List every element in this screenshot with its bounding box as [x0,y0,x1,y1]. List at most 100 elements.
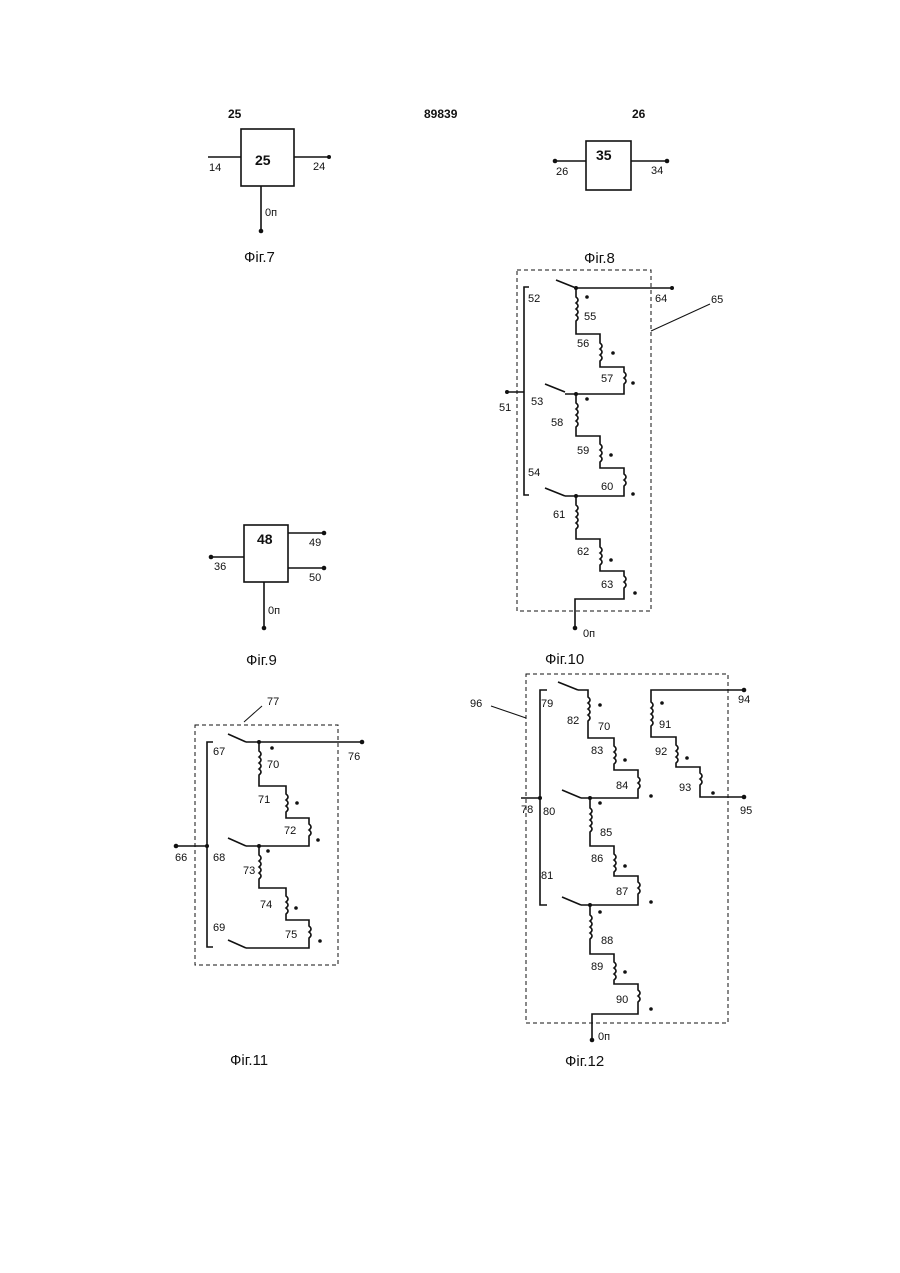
fig10-polarity-dot [631,381,635,385]
fig7-ground-label: 0п [265,207,277,219]
fig10-diagram: 52 53 54 51 64 65 55 56 57 58 59 60 61 6… [499,270,723,640]
fig12-coils-section-1 [578,690,640,798]
fig12-caption: Фіг.12 [565,1053,604,1070]
fig12-ground-terminal [590,1038,595,1043]
fig8-input-terminal [553,159,558,164]
fig12-label-coil: 92 [655,746,667,758]
fig10-switch-54 [545,488,565,496]
fig12-frame [526,674,728,1023]
fig12-label-coil: 87 [616,886,628,898]
fig11-switch-69 [228,940,246,948]
fig10-output-label: 64 [655,293,667,305]
fig12-coils-section-2 [581,798,640,905]
fig11-caption: Фіг.11 [230,1052,268,1069]
fig12-label-coil: 82 [567,715,579,727]
fig12-label-coil: 93 [679,782,691,794]
fig11-label-switch: 68 [213,852,225,864]
fig7-block-label: 25 [255,152,271,168]
fig12-label-switch: 80 [543,806,555,818]
fig12-coils-secondary [651,690,744,797]
fig7-output-terminal [327,155,331,159]
fig10-polarity-dot [633,591,637,595]
fig10-coils-section-2 [565,394,626,496]
fig12-label-coil: 84 [616,780,628,792]
fig9-diagram: 48 36 49 50 0п [209,525,327,630]
fig12-polarity-dot [649,900,653,904]
fig11-output-label: 76 [348,751,360,763]
fig8-block-label: 35 [596,147,612,163]
fig12-polarity-dot [649,1007,653,1011]
fig11-label-coil: 73 [243,865,255,877]
fig10-switch-52 [556,280,576,288]
fig12-polarity-dot [598,801,602,805]
fig11-switch-68 [228,838,246,846]
fig12-output2-terminal [742,795,747,800]
fig10-label-switch: 53 [531,396,543,408]
fig10-ground-terminal [573,626,578,631]
fig12-label-coil: 83 [591,745,603,757]
fig12-polarity-dot [623,970,627,974]
fig7-ground-terminal [259,229,264,234]
fig12-label-coil: 89 [591,961,603,973]
fig10-label-switch: 52 [528,293,540,305]
fig9-input-label: 36 [214,561,226,573]
fig10-switch-53 [545,384,565,392]
fig9-ground-label: 0п [268,605,280,617]
fig12-polarity-dot [660,701,664,705]
fig9-output1-terminal [322,531,327,536]
fig9-output2-terminal [322,566,327,571]
fig11-label-coil: 71 [258,794,270,806]
fig10-label-coil: 58 [551,417,563,429]
fig10-input-label: 51 [499,402,511,414]
fig11-polarity-dot [294,906,298,910]
fig12-polarity-dot [623,864,627,868]
fig10-coils-section-1 [565,288,626,394]
fig9-input-terminal [209,555,214,560]
fig7-input-label: 14 [209,162,221,174]
fig10-label-coil: 56 [577,338,589,350]
fig11-bus-junction [205,844,209,848]
fig10-ground-label: 0п [583,628,595,640]
fig9-caption: Фіг.9 [246,652,277,669]
fig12-polarity-dot [598,910,602,914]
fig11-label-coil: 75 [285,929,297,941]
fig10-label-switch: 54 [528,467,540,479]
fig11-coils-section-1 [246,742,311,846]
fig12-label-coil: 90 [616,994,628,1006]
fig11-label-coil: 74 [260,899,272,911]
fig12-polarity-dot [711,791,715,795]
fig8-output-label: 34 [651,165,663,177]
fig10-polarity-dot [585,295,589,299]
fig12-label-coil: 88 [601,935,613,947]
fig11-switch-67 [228,734,246,742]
fig9-output1-label: 49 [309,537,321,549]
fig12-switch-80 [562,790,581,798]
fig11-frame-label: 77 [267,696,279,708]
fig8-input-label: 26 [556,166,568,178]
fig10-output-terminal [670,286,674,290]
fig10-caption: Фіг.10 [545,651,584,668]
fig7-caption: Фіг.7 [244,249,275,266]
fig11-polarity-dot [270,746,274,750]
fig11-input-label: 66 [175,852,187,864]
fig10-left-bus [524,287,529,495]
fig12-label-coil: 85 [600,827,612,839]
fig12-ground-label: 0п [598,1031,610,1043]
fig12-label-coil: 91 [659,719,671,731]
fig10-frame-leader [651,304,710,331]
fig8-caption: Фіг.8 [584,250,615,267]
fig9-block-label: 48 [257,531,273,547]
fig12-output1-label: 94 [738,694,750,706]
fig12-diagram: 79 80 81 78 96 94 95 82 70 83 84 85 86 8… [470,674,752,1043]
fig12-label-switch: 81 [541,870,553,882]
fig10-polarity-dot [609,558,613,562]
fig11-frame-leader [244,706,262,722]
fig11-label-switch: 69 [213,922,225,934]
fig10-label-coil: 55 [584,311,596,323]
fig12-bus-junction [538,796,542,800]
fig11-polarity-dot [318,939,322,943]
fig12-frame-leader [491,706,526,718]
fig11-polarity-dot [266,849,270,853]
fig11-coils-section-2 [246,846,311,948]
